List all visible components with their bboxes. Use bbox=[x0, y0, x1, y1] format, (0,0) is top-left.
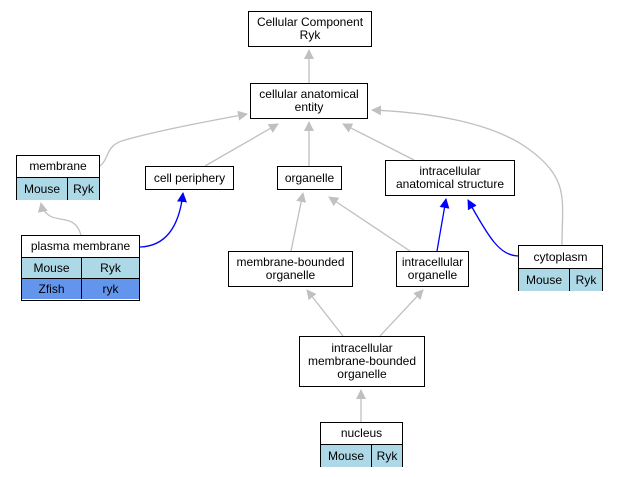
annotation-row: Mouse Ryk bbox=[17, 177, 99, 200]
node-cytoplasm[interactable]: cytoplasm Mouse Ryk bbox=[518, 245, 603, 291]
edge-io-to-ias bbox=[436, 198, 450, 252]
edge-cytoplasm-to-cae bbox=[371, 105, 564, 246]
edge-imbo-to-mbo bbox=[306, 289, 344, 337]
edge-plasma-membrane-to-cell-periphery bbox=[139, 192, 187, 248]
node-label: plasma membrane bbox=[30, 239, 131, 253]
gene-cell: Ryk bbox=[569, 269, 602, 291]
node-label: cell periphery bbox=[153, 170, 226, 185]
node-label: intracellular organelle bbox=[401, 255, 464, 282]
node-membrane[interactable]: membrane Mouse Ryk bbox=[16, 155, 100, 200]
species-cell: Mouse bbox=[519, 269, 569, 291]
edge-cytoplasm-to-ias bbox=[467, 199, 519, 257]
node-label: membrane-bounded organelle bbox=[236, 255, 345, 282]
node-label: nucleus bbox=[340, 426, 383, 440]
species-cell: Zfish bbox=[22, 279, 81, 299]
node-organelle[interactable]: organelle bbox=[277, 166, 342, 190]
node-label: organelle bbox=[284, 170, 335, 185]
gene-cell: Ryk bbox=[81, 258, 139, 278]
node-nucleus[interactable]: nucleus Mouse Ryk bbox=[320, 422, 403, 467]
edge-mbo-to-organelle bbox=[290, 192, 307, 252]
node-cellular-anatomical-entity[interactable]: cellular anatomical entity bbox=[250, 83, 368, 119]
annotation-row: Mouse Ryk bbox=[321, 444, 402, 467]
node-cellular-component[interactable]: Cellular Component Ryk bbox=[248, 11, 372, 47]
node-label: intracellular membrane-bounded organelle bbox=[307, 341, 417, 381]
species-cell: Mouse bbox=[17, 178, 67, 200]
node-label: cytoplasm bbox=[533, 249, 588, 264]
edge-ias-to-cae bbox=[342, 123, 415, 161]
annotation-row: Zfish ryk bbox=[22, 278, 139, 299]
node-label: membrane bbox=[29, 159, 87, 173]
node-label: cellular anatomical entity bbox=[259, 87, 359, 114]
edge-membrane-to-cae bbox=[99, 110, 248, 167]
edge-cell-periphery-to-cae bbox=[204, 123, 279, 167]
edge-imbo-to-io bbox=[379, 289, 424, 337]
gene-cell: Ryk bbox=[371, 445, 402, 467]
annotation-row: Mouse Ryk bbox=[22, 257, 139, 278]
node-intracellular-organelle[interactable]: intracellular organelle bbox=[396, 251, 469, 287]
node-intracellular-membrane-bounded-organelle[interactable]: intracellular membrane-bounded organelle bbox=[299, 336, 425, 387]
gene-cell: Ryk bbox=[67, 178, 99, 200]
node-label: Cellular Component Ryk bbox=[256, 15, 364, 42]
node-label: intracellular anatomical structure bbox=[395, 164, 505, 191]
node-plasma-membrane[interactable]: plasma membrane Mouse Ryk Zfish ryk bbox=[21, 235, 140, 301]
annotation-row: Mouse Ryk bbox=[519, 268, 602, 291]
species-cell: Mouse bbox=[22, 258, 81, 278]
edge-plasma-membrane-to-membrane bbox=[37, 202, 82, 236]
edge-io-to-organelle bbox=[328, 196, 411, 252]
node-intracellular-anatomical-structure[interactable]: intracellular anatomical structure bbox=[385, 160, 515, 196]
node-cell-periphery[interactable]: cell periphery bbox=[145, 166, 234, 190]
gene-cell: ryk bbox=[81, 279, 139, 299]
species-cell: Mouse bbox=[321, 445, 371, 467]
node-membrane-bounded-organelle[interactable]: membrane-bounded organelle bbox=[228, 251, 353, 287]
